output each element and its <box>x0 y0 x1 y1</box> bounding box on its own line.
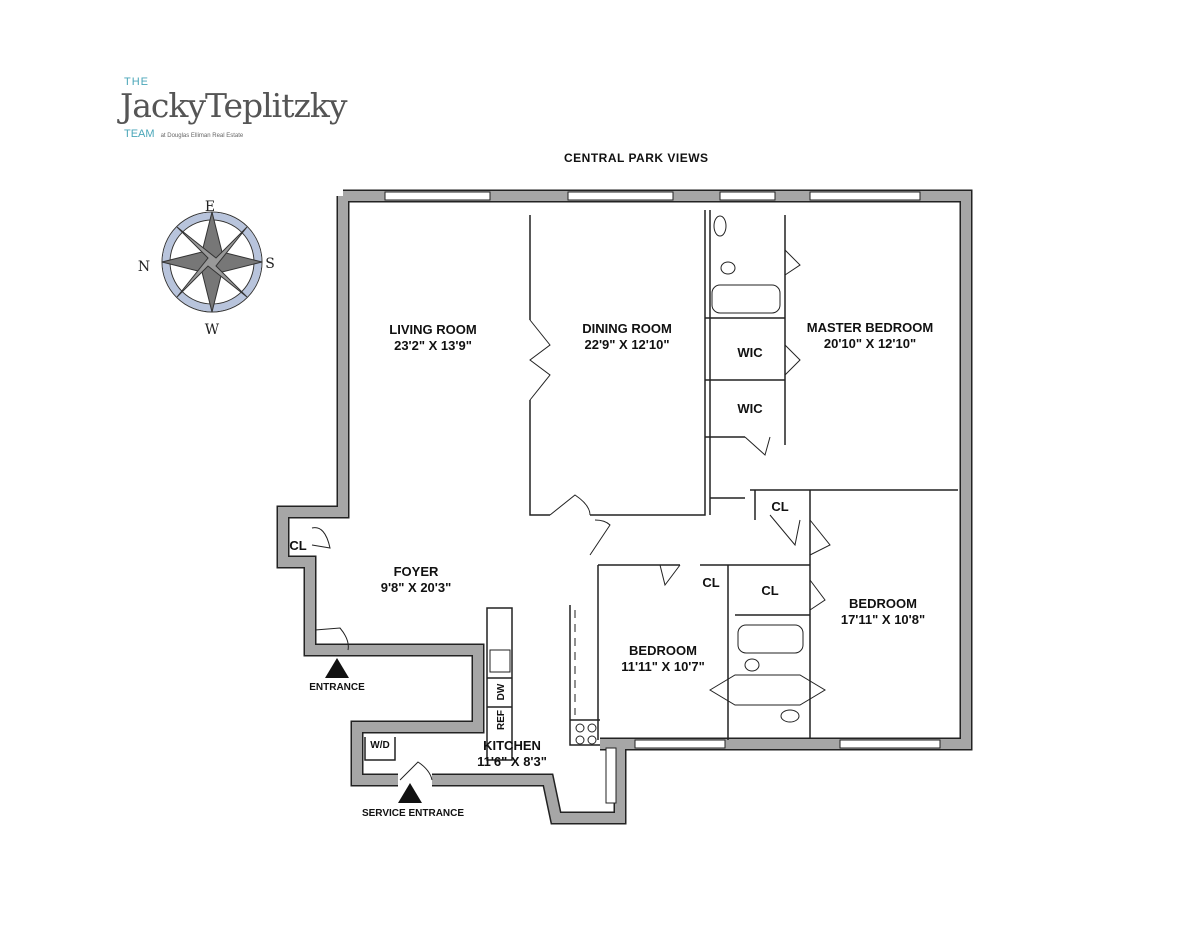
logo-the: THE <box>124 76 149 88</box>
closet-label: CL <box>771 499 788 514</box>
closet-label: CL <box>289 538 306 553</box>
compass-s: S <box>265 256 275 272</box>
bedroom1-label: BEDROOM <box>629 643 697 658</box>
wic-label: WIC <box>737 401 763 416</box>
closet-label: CL <box>761 583 778 598</box>
logo-name: JackyTeplitzky <box>120 86 348 125</box>
washer-dryer-label: W/D <box>370 740 389 751</box>
logo-team: TEAM at Douglas Elliman Real Estate <box>124 128 243 140</box>
compass-e: E <box>205 199 215 215</box>
dining-room-label: DINING ROOM <box>582 321 672 336</box>
compass-w: W <box>205 322 220 338</box>
living-room-size: 23'2" X 13'9" <box>394 338 472 353</box>
bedroom2-label: BEDROOM <box>849 596 917 611</box>
kitchen-label: KITCHEN <box>483 738 541 753</box>
logo-subtitle: at Douglas Elliman Real Estate <box>160 133 244 139</box>
compass-n: N <box>138 259 150 275</box>
refrigerator-label: REF <box>496 710 507 730</box>
dishwasher-label: DW <box>496 683 507 700</box>
dining-room-size: 22'9" X 12'10" <box>584 337 669 352</box>
service-entrance-label: SERVICE ENTRANCE <box>362 808 464 819</box>
master-bedroom-size: 20'10" X 12'10" <box>824 336 916 351</box>
entrance-arrow-icon <box>325 658 349 678</box>
foyer-label: FOYER <box>394 564 439 579</box>
walls <box>276 189 973 825</box>
kitchen-size: 11'6" X 8'3" <box>477 754 547 769</box>
master-bedroom-label: MASTER BEDROOM <box>807 320 933 335</box>
logo-team-text: TEAM <box>124 128 155 140</box>
wic-label: WIC <box>737 345 763 360</box>
service-entrance-arrow-icon <box>398 783 422 803</box>
entrance-label: ENTRANCE <box>309 682 365 693</box>
plan-title: CENTRAL PARK VIEWS <box>564 151 709 165</box>
living-room-label: LIVING ROOM <box>389 322 476 337</box>
bedroom1-size: 11'11" X 10'7" <box>621 659 705 674</box>
foyer-size: 9'8" X 20'3" <box>381 580 452 595</box>
bedroom2-size: 17'11" X 10'8" <box>841 612 925 627</box>
closet-label: CL <box>702 575 719 590</box>
compass-icon: E S W N <box>138 199 275 338</box>
